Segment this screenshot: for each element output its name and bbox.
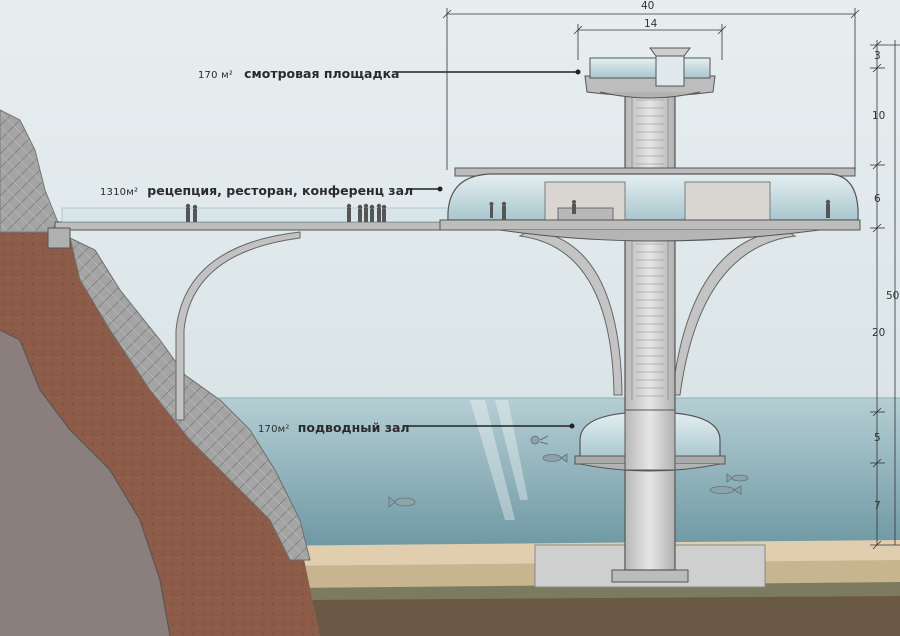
people-on-bridge — [185, 203, 387, 222]
label-reception-name: рецепция, ресторан, конференц зал — [147, 183, 414, 198]
label-observation-deck: 170 м² смотровая площадка — [198, 63, 400, 82]
left-support-arch — [518, 229, 623, 396]
cliff-rock-top — [0, 109, 63, 233]
dim-top-inner: 14 — [644, 18, 658, 30]
dim-top-width: 40 — [641, 0, 655, 12]
label-underwater-hall: 170м² подводный зал — [258, 417, 410, 436]
label-reception-area: 1310м² — [100, 187, 139, 198]
dim-v-5: 5 — [874, 432, 881, 444]
restaurant-floor — [439, 219, 861, 231]
label-underwater-area: 170м² — [258, 424, 290, 435]
dim-v-20: 20 — [872, 327, 886, 339]
dimension-lines-top — [442, 8, 860, 170]
dim-v-6: 6 — [874, 193, 881, 205]
restaurant-glass — [447, 173, 859, 221]
dim-v-50: 50 — [886, 290, 900, 302]
dim-v-7: 7 — [874, 500, 881, 512]
bridge-arch — [175, 231, 301, 421]
tower-stairs — [631, 95, 669, 400]
dimension-lines-right — [870, 40, 900, 550]
label-underwater-name: подводный зал — [297, 420, 410, 435]
cliff-rock-face — [69, 237, 311, 561]
fish — [388, 435, 749, 508]
label-observation-area: 170 м² — [198, 70, 234, 81]
tower-shaft — [624, 84, 676, 571]
label-reception: 1310м² рецепция, ресторан, конференц зал — [100, 180, 413, 199]
dim-v-10: 10 — [872, 110, 886, 122]
cliff-rock-lower — [0, 330, 170, 636]
label-observation-name: смотровая площадка — [244, 66, 400, 81]
bridge-deck — [54, 221, 466, 231]
dim-v-3: 3 — [874, 50, 881, 62]
light-rays — [470, 400, 528, 520]
